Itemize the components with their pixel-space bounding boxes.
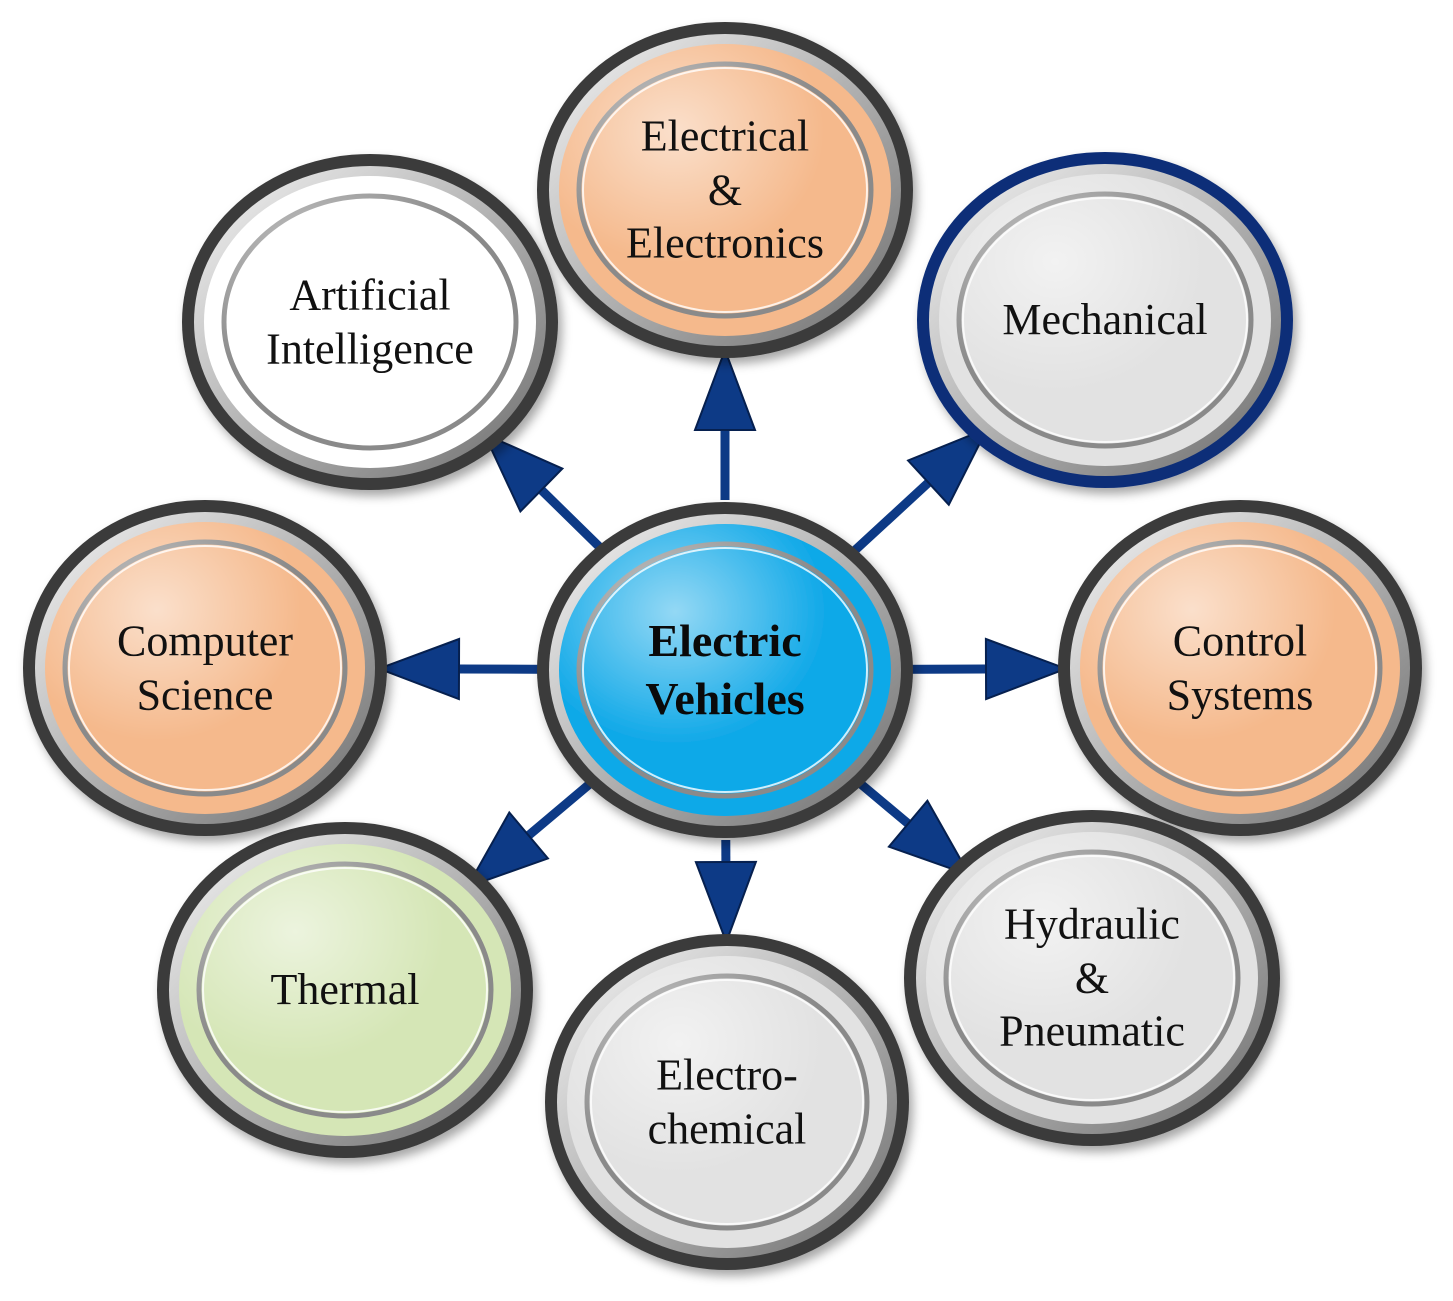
label-electro-chemical: Electro-chemical — [648, 1048, 807, 1155]
label-mechanical: Mechanical — [1002, 293, 1207, 347]
node-mechanical-shine — [939, 174, 1271, 466]
label-hydraulic-pneumatic-line: Pneumatic — [999, 1006, 1185, 1056]
label-control-systems-line: Systems — [1166, 670, 1314, 719]
arrow-shaft — [525, 776, 598, 839]
label-computer-science-line: Computer — [117, 616, 293, 666]
label-electro-chemical-line: chemical — [647, 1104, 807, 1153]
node-thermal — [157, 822, 533, 1158]
node-artificial-intelligence-shine — [204, 176, 536, 468]
node-electrical-electronics-shine — [559, 44, 891, 336]
arrow-head — [984, 637, 1069, 701]
label-mechanical-line: Mechanical — [1002, 295, 1208, 345]
nodes-layer — [23, 22, 1422, 1270]
label-hydraulic-pneumatic: Hydraulic&Pneumatic — [999, 897, 1185, 1058]
arrow-2 — [894, 637, 1069, 701]
label-thermal-line: Thermal — [270, 965, 420, 1015]
label-thermal: Thermal — [270, 963, 419, 1017]
arrow-head — [482, 432, 565, 514]
node-hydraulic-pneumatic-shine — [926, 832, 1258, 1124]
arrow-4 — [694, 839, 758, 945]
arrows-layer — [376, 347, 1069, 945]
arrow-6 — [376, 637, 556, 701]
label-artificial-intelligence-line: Intelligence — [266, 324, 474, 373]
label-computer-science-line: Science — [136, 670, 274, 719]
arrow-7 — [482, 432, 607, 555]
arrow-head — [887, 798, 972, 877]
node-hydraulic-pneumatic — [904, 810, 1280, 1146]
label-electrical-electronics-line: Electronics — [626, 218, 824, 268]
label-electrical-electronics: Electrical&Electronics — [626, 109, 824, 270]
arrow-shaft — [852, 775, 912, 828]
label-electrical-electronics-line: & — [707, 165, 743, 215]
arrow-5 — [465, 776, 598, 889]
node-computer-science — [23, 500, 387, 836]
arrow-shaft — [846, 479, 932, 559]
node-control-systems-shine — [1080, 522, 1400, 814]
arrow-head — [693, 347, 757, 431]
arrow-head — [906, 426, 990, 507]
arrow-head — [376, 637, 461, 701]
label-electric-vehicles-line: Electric — [648, 615, 802, 667]
arrow-head — [465, 810, 550, 889]
label-hydraulic-pneumatic-line: Hydraulic — [1004, 899, 1180, 949]
label-artificial-intelligence-line: Artificial — [289, 270, 451, 320]
node-control-systems — [1058, 500, 1422, 836]
label-hydraulic-pneumatic-line: & — [1074, 953, 1110, 1003]
arrow-3 — [852, 775, 972, 877]
node-thermal-shine — [179, 844, 511, 1136]
label-control-systems-line: Control — [1172, 616, 1308, 666]
node-mechanical — [917, 152, 1293, 488]
label-electrical-electronics-line: Electrical — [640, 111, 810, 161]
arrow-head — [694, 860, 758, 945]
arrow-1 — [846, 426, 990, 559]
label-electro-chemical-line: Electro- — [656, 1050, 798, 1100]
node-artificial-intelligence — [182, 154, 558, 490]
node-electro-chemical-shine — [567, 956, 887, 1248]
node-electric-vehicles — [537, 502, 913, 838]
label-electric-vehicles-line: Vehicles — [645, 673, 805, 724]
arrow-shaft — [538, 486, 607, 555]
node-computer-science-shine — [45, 522, 365, 814]
arrow-0 — [693, 347, 757, 500]
node-electro-chemical — [545, 934, 909, 1270]
node-electrical-electronics — [537, 22, 913, 358]
node-electric-vehicles-shine — [559, 524, 891, 816]
